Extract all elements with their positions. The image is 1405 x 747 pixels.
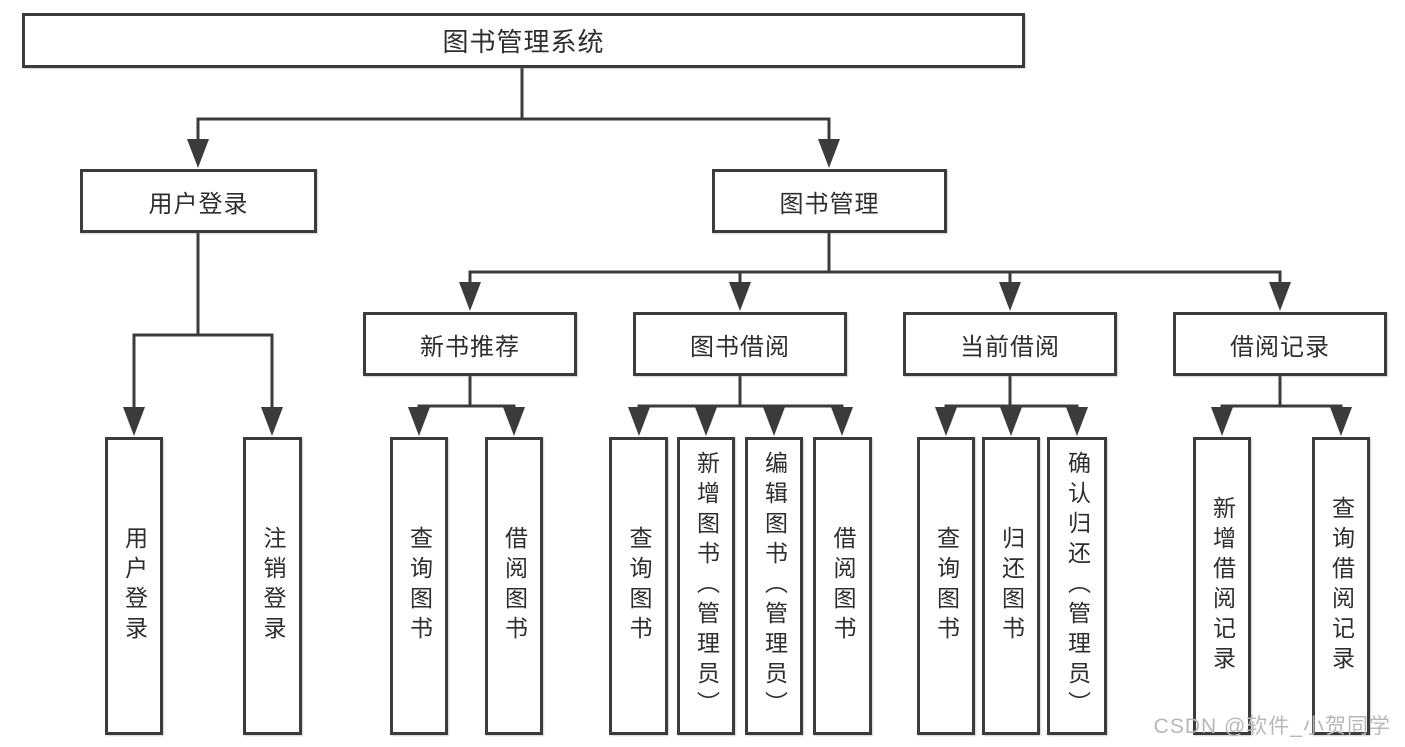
edge-current-children	[944, 374, 1079, 415]
node-label: 归还图书	[998, 526, 1025, 646]
node-user-login: 用户登录	[80, 169, 317, 233]
node-label: 确认归还（管理员）	[1064, 451, 1091, 721]
leaf-current-return-book: 归还图书	[982, 437, 1040, 735]
node-label: 借阅图书	[501, 526, 528, 646]
edge-root-to-level2	[196, 66, 831, 148]
edge-user-login-children	[132, 231, 274, 414]
node-label: 图书借阅	[690, 333, 790, 361]
leaf-user-login: 用户登录	[105, 437, 163, 735]
node-label: 编辑图书（管理员）	[761, 451, 788, 721]
node-label: 借阅图书	[830, 526, 856, 646]
leaf-current-confirm-return-admin: 确认归还（管理员）	[1047, 437, 1107, 735]
node-label: 图书管理	[779, 190, 880, 218]
leaf-recommend-query-book: 查询图书	[390, 437, 448, 735]
node-label: 图书管理系统	[442, 27, 605, 57]
leaf-current-query-book: 查询图书	[917, 437, 975, 735]
leaf-borrow-edit-book-admin: 编辑图书（管理员）	[745, 437, 803, 735]
node-label: 用户登录	[148, 190, 249, 218]
node-label: 注销登录	[260, 526, 286, 646]
leaf-logout-login: 注销登录	[243, 437, 302, 735]
node-library-management-system: 图书管理系统	[22, 13, 1025, 68]
node-label: 查询图书	[406, 526, 433, 646]
edge-records-children	[1220, 374, 1343, 415]
leaf-borrow-add-book-admin: 新增图书（管理员）	[677, 437, 735, 735]
leaf-recommend-borrow-book: 借阅图书	[485, 437, 543, 735]
node-label: 用户登录	[121, 526, 148, 646]
node-label: 新书推荐	[420, 333, 520, 361]
node-borrow-records: 借阅记录	[1173, 312, 1387, 376]
leaf-records-query-record: 查询借阅记录	[1312, 437, 1370, 735]
node-new-book-recommend: 新书推荐	[363, 312, 577, 376]
node-book-management: 图书管理	[712, 169, 947, 233]
edge-recommend-children	[417, 374, 516, 415]
node-current-borrow: 当前借阅	[903, 312, 1117, 376]
node-label: 新增图书（管理员）	[693, 451, 720, 721]
node-label: 当前借阅	[960, 333, 1060, 361]
edge-book-mgmt-children	[468, 231, 1282, 290]
leaf-borrow-borrow-book: 借阅图书	[813, 437, 872, 735]
leaf-records-add-record: 新增借阅记录	[1193, 437, 1251, 735]
node-label: 借阅记录	[1230, 333, 1330, 361]
node-label: 查询图书	[933, 526, 960, 646]
node-label: 新增借阅记录	[1209, 496, 1236, 676]
leaf-borrow-query-book: 查询图书	[609, 437, 668, 735]
edge-borrow-children	[637, 374, 844, 415]
node-label: 查询图书	[626, 526, 652, 646]
watermark: CSDN @软件_小贺同学	[1153, 715, 1391, 738]
node-book-borrow: 图书借阅	[633, 312, 847, 376]
node-label: 查询借阅记录	[1328, 496, 1355, 676]
